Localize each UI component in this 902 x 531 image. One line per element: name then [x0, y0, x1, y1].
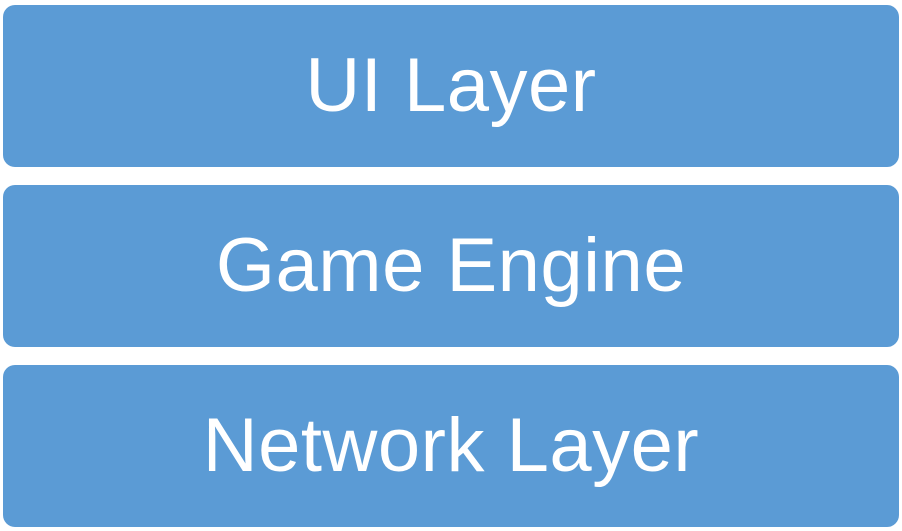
- network-layer-box: Network Layer: [3, 365, 899, 527]
- game-engine-box: Game Engine: [3, 185, 899, 347]
- game-engine-label: Game Engine: [215, 223, 687, 308]
- ui-layer-box: UI Layer: [3, 5, 899, 167]
- ui-layer-label: UI Layer: [305, 43, 597, 128]
- network-layer-label: Network Layer: [202, 403, 700, 488]
